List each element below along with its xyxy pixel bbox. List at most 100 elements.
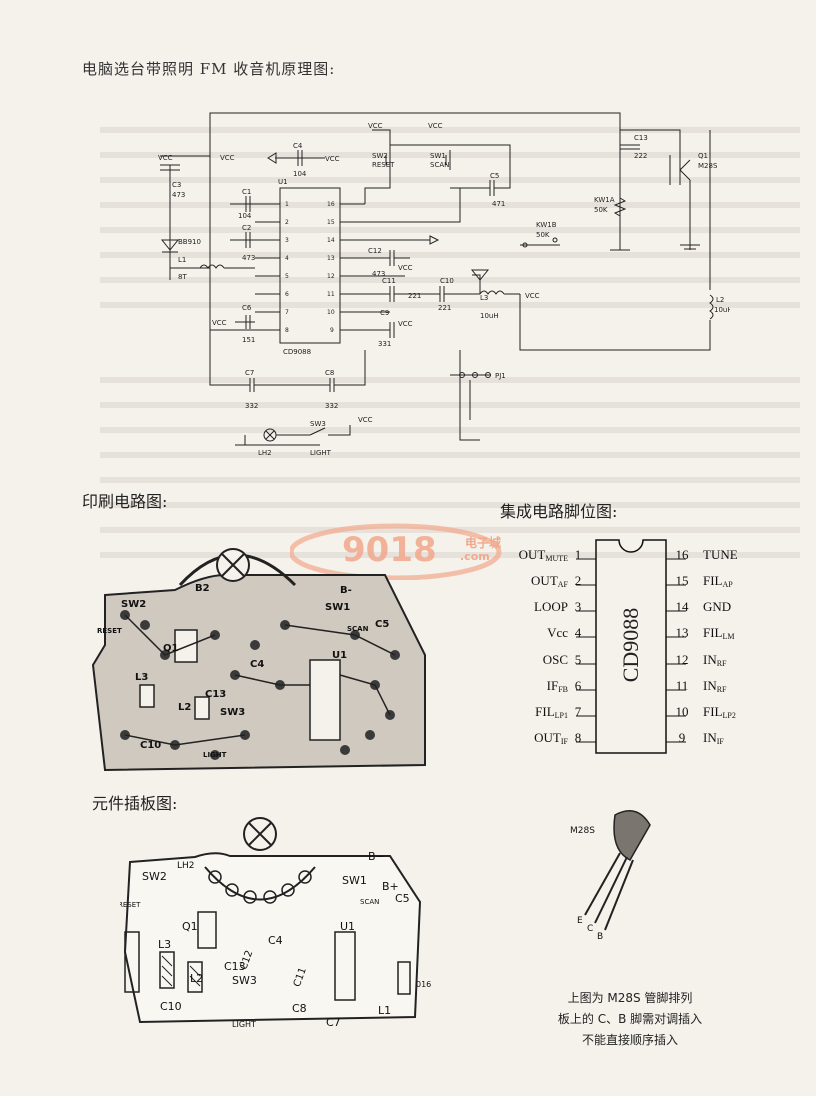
- c4-value: 104: [293, 170, 307, 178]
- pcb-light-label: LIGHT: [203, 751, 227, 759]
- watermark-sub: .com: [460, 550, 490, 563]
- c11-value: 221: [408, 292, 421, 300]
- pin-c-label: C: [587, 924, 593, 934]
- c3-label: C3: [172, 181, 181, 189]
- pcb-c5-label: C5: [375, 619, 389, 630]
- pin-name-left-3: LOOP: [534, 599, 568, 614]
- ic-pin-14: 14: [327, 237, 335, 244]
- pin-number-10: 10: [675, 704, 689, 719]
- ic-pin-6: 6: [285, 291, 289, 298]
- pin-name-right-10: FILLP2: [703, 704, 736, 720]
- lh2-label: LH2: [258, 449, 272, 457]
- kw1b-label: KW1B: [536, 221, 557, 229]
- pin-number-7: 7: [574, 704, 582, 719]
- l2-label: L2: [716, 296, 724, 304]
- board-l3-label: L3: [158, 938, 171, 951]
- ic-pin-7: 7: [285, 309, 289, 316]
- pcb-sw1-label: SW1: [325, 602, 350, 613]
- c8-value: 332: [325, 402, 338, 410]
- board-c13-label: C13: [224, 960, 246, 973]
- c9-value: 331: [378, 340, 391, 348]
- schematic-diagram: U1 CD9088 C3 473 C4 104 C1 104 C2 473 C6…: [158, 112, 730, 457]
- ic-ref-label: U1: [278, 178, 288, 186]
- pin-b-label: B: [597, 932, 603, 942]
- ic-pin-12: 12: [327, 273, 335, 280]
- ic-pin-10: 10: [327, 309, 335, 316]
- board-c5-label: C5: [395, 892, 410, 905]
- c4-label: C4: [293, 142, 303, 150]
- pin-name-right-13: FILLM: [703, 625, 735, 641]
- ic-body: [279, 187, 341, 344]
- c12-label: C12: [368, 247, 382, 255]
- sw3-label: SW3: [310, 420, 326, 428]
- note-line-3: 不能直接顺序插入: [581, 1033, 678, 1047]
- c13-value: 222: [634, 152, 647, 160]
- ic-pin-2: 2: [285, 219, 289, 226]
- sw2-label: SW2: [372, 152, 388, 160]
- pin-e-label: E: [577, 916, 583, 926]
- ic-pin-9: 9: [330, 327, 334, 334]
- pcb-u1-label: U1: [332, 650, 347, 661]
- pin-name-right-9: INIF: [703, 730, 724, 746]
- pin-name-right-14: GND: [703, 599, 732, 614]
- pin-number-3: 3: [574, 599, 582, 614]
- ic-pin-8: 8: [285, 327, 289, 334]
- watermark-logo: 9018 电子城 .com: [288, 520, 550, 581]
- ic-pin-5: 5: [285, 273, 289, 280]
- board-light-label: LIGHT: [232, 1020, 256, 1029]
- kw1a-label: KW1A: [594, 196, 615, 204]
- pcb-bminus-label: B-: [340, 585, 352, 596]
- pcb-sw2-label: SW2: [121, 599, 146, 610]
- c13-label: C13: [634, 134, 648, 142]
- board-l2-label: L2: [190, 972, 203, 985]
- page-title: 电脑选台带照明 FM 收音机原理图:: [82, 60, 336, 78]
- note-line-1: 上图为 M28S 管脚排列: [567, 991, 693, 1005]
- pin-number-1: 1: [574, 547, 582, 562]
- note-line-2: 板上的 C、B 脚需对调插入: [557, 1012, 703, 1026]
- pin-number-15: 15: [675, 573, 689, 588]
- c11-label: C11: [382, 277, 396, 285]
- vcc-label-8: VCC: [212, 319, 227, 327]
- board-section-title: 元件插板图:: [92, 794, 178, 813]
- board-c8-label: C8: [292, 1002, 307, 1015]
- vcc-label-7: VCC: [398, 320, 413, 328]
- ic-pin-16: 16: [327, 201, 335, 208]
- kw1b-value: 50K: [536, 231, 550, 239]
- vcc-label-1: VCC: [158, 154, 173, 162]
- ic-pin-4: 4: [285, 255, 289, 262]
- chip-label: CD9088: [618, 607, 643, 683]
- sw2-sublabel: RESET: [372, 161, 395, 169]
- board-reset-label: RESET: [120, 901, 141, 909]
- pin-number-9: 9: [678, 730, 686, 745]
- pj1-label: PJ1: [495, 372, 506, 380]
- diode-label: BB910: [178, 238, 201, 246]
- pin-note: 上图为 M28S 管脚排列 板上的 C、B 脚需对调插入 不能直接顺序插入: [530, 988, 730, 1051]
- pin-name-left-1: OUTMUTE: [518, 547, 568, 563]
- board-c7-label: C7: [326, 1016, 341, 1029]
- board-c10-label: C10: [160, 1000, 182, 1013]
- pin-name-left-6: IFFB: [546, 678, 568, 694]
- board-u1-label: U1: [340, 920, 355, 933]
- c1-label: C1: [242, 188, 251, 196]
- pin-number-8: 8: [574, 730, 582, 745]
- board-016-label: 016: [416, 980, 431, 989]
- pin-number-5: 5: [574, 652, 582, 667]
- pin-name-left-7: FILLP1: [535, 704, 568, 720]
- c3-value: 473: [172, 191, 185, 199]
- l1-label: L1: [178, 256, 186, 264]
- pin-number-2: 2: [574, 573, 582, 588]
- pin-number-12: 12: [675, 652, 689, 667]
- vcc-label-10: VCC: [358, 416, 373, 424]
- c12-value: 473: [372, 270, 385, 278]
- pin-name-right-12: INRF: [703, 652, 727, 668]
- q1-value: M28S: [698, 162, 718, 170]
- watermark-main: 9018: [342, 530, 437, 570]
- ic-pin-1: 1: [285, 201, 289, 208]
- board-lh2-label: LH2: [177, 861, 195, 871]
- pcb-reset-label: RESET: [97, 627, 122, 635]
- vcc-label-2: VCC: [220, 154, 235, 162]
- c5-value: 471: [492, 200, 505, 208]
- q1-label: Q1: [698, 152, 708, 160]
